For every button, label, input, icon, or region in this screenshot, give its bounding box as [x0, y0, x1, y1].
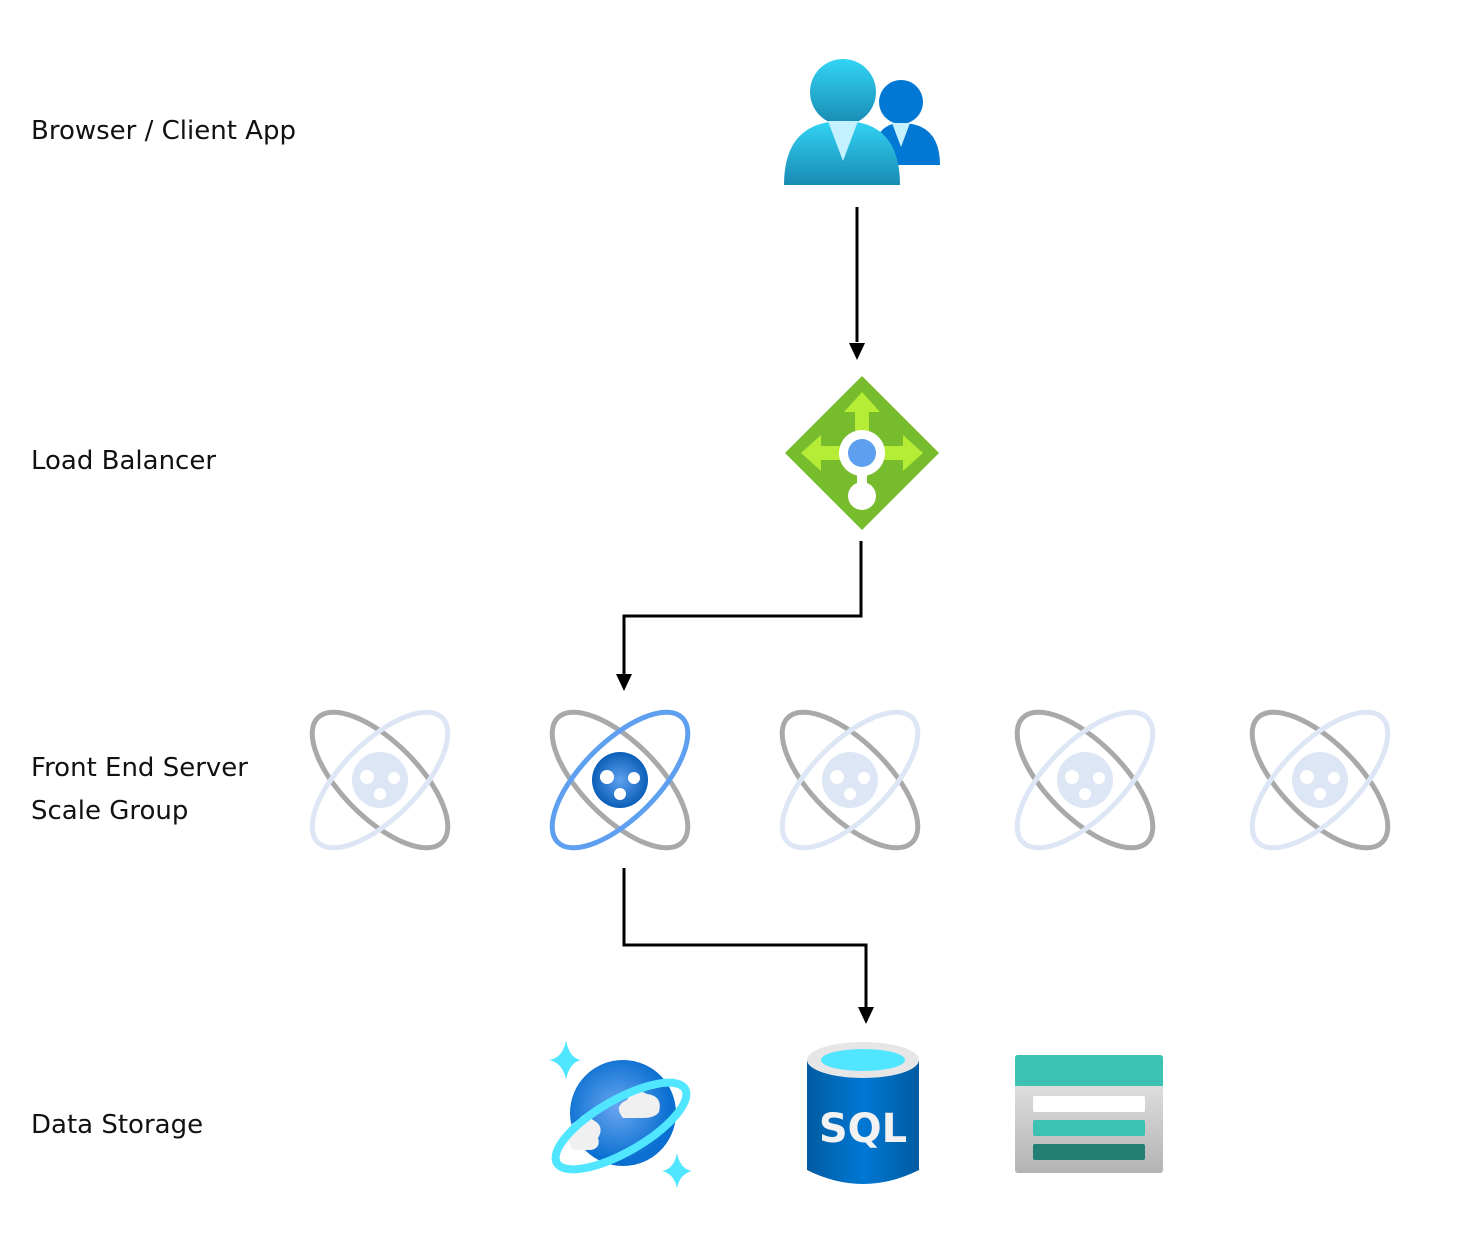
- server-instance-1: [309, 709, 451, 851]
- sql-database-icon: SQL: [807, 1042, 919, 1184]
- load-balancer-icon: [785, 376, 939, 530]
- layer-label-data-storage: Data Storage: [31, 1110, 204, 1140]
- server-instance-4: [1014, 709, 1156, 851]
- globe-icon: [1292, 752, 1348, 808]
- globe-icon: [592, 752, 648, 808]
- globe-icon: [822, 752, 878, 808]
- arrow-head-2: [616, 674, 632, 691]
- server-instance-2-active: [549, 709, 691, 851]
- globe-icon: [352, 752, 408, 808]
- users-icon: [784, 59, 940, 185]
- server-instance-3: [779, 709, 921, 851]
- cosmos-db-icon: [549, 1040, 692, 1188]
- server-instance-5: [1249, 709, 1391, 851]
- arrow-server-to-sql: [622, 868, 868, 1007]
- arrow-head-3: [858, 1007, 874, 1024]
- layer-label-load-balancer: Load Balancer: [31, 446, 217, 476]
- layer-label-front-end-line1: Front End Server: [31, 753, 248, 783]
- layer-label-front-end-line2: Scale Group: [31, 796, 189, 826]
- storage-table-icon: [1015, 1055, 1163, 1173]
- sql-text: SQL: [819, 1106, 907, 1152]
- arrow-lb-to-server: [622, 541, 863, 674]
- layer-label-client: Browser / Client App: [31, 116, 296, 146]
- arrow-head-1: [849, 343, 865, 360]
- globe-icon: [1057, 752, 1113, 808]
